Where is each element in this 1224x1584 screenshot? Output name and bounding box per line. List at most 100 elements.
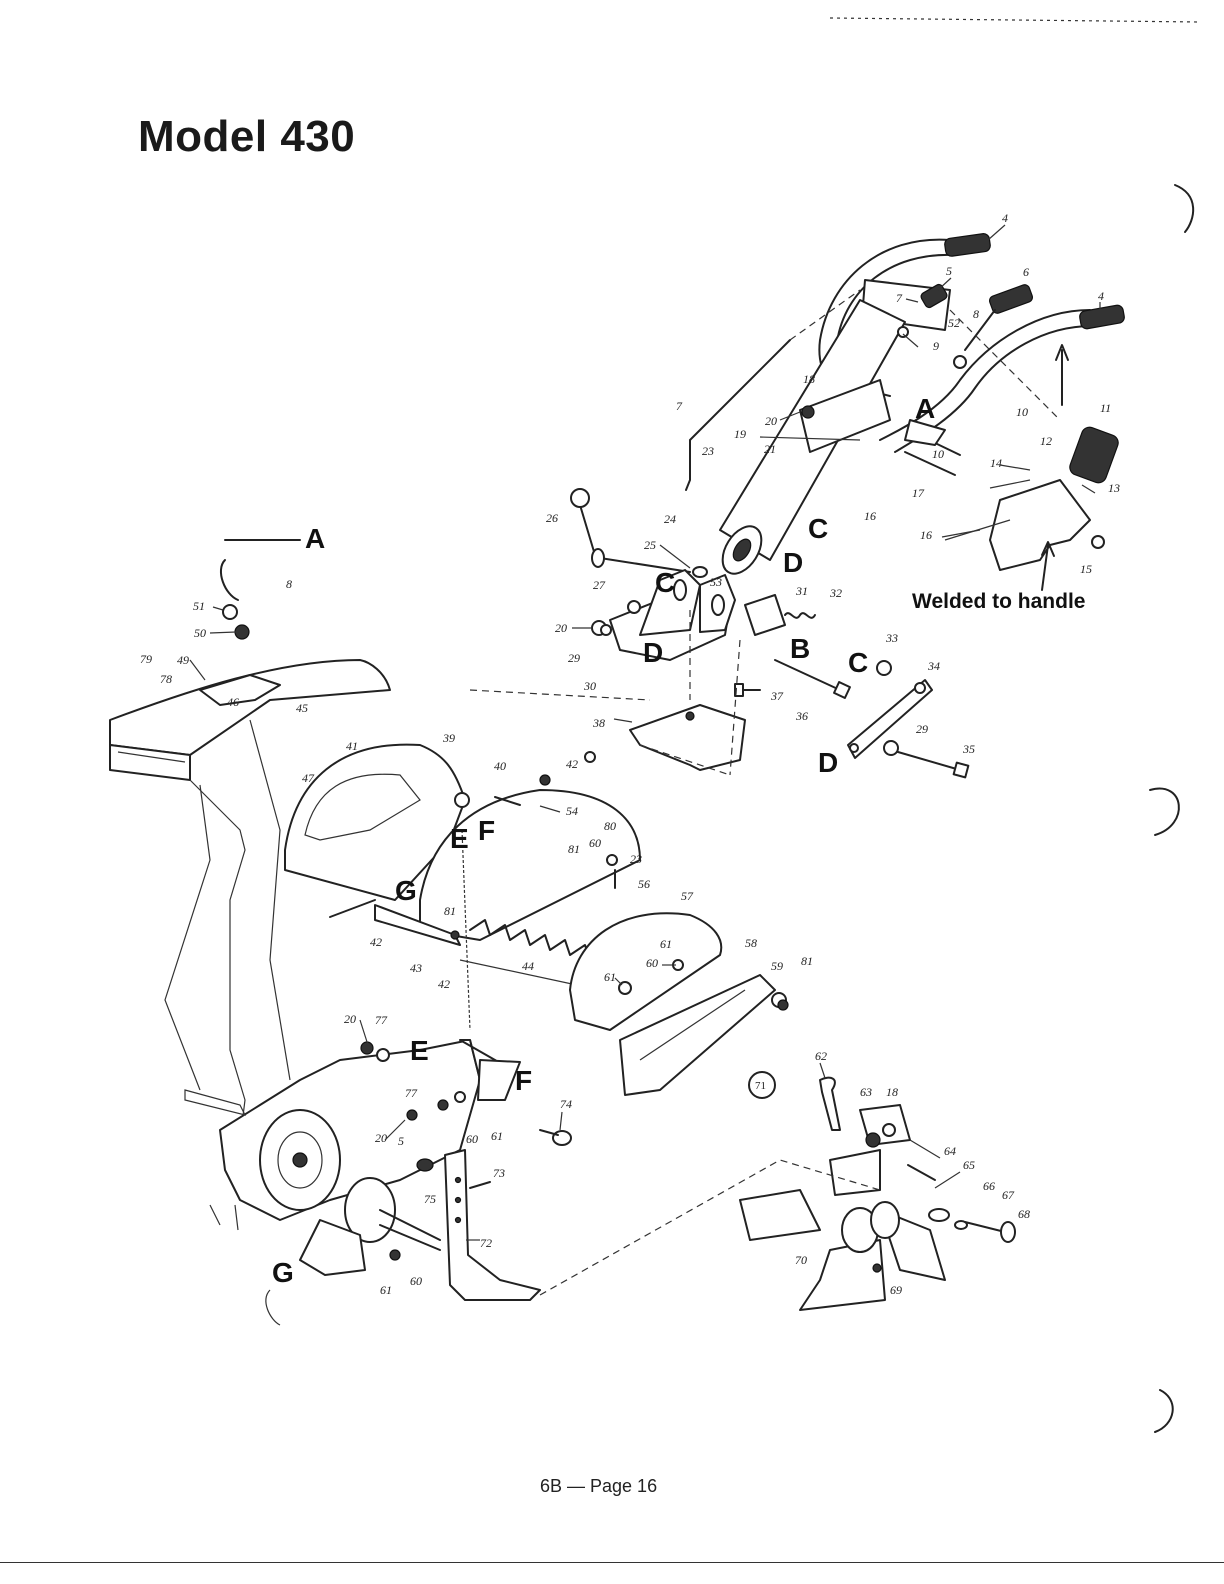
- part-label-60: 60: [466, 1132, 478, 1146]
- pivot-bracket-assembly: [469, 488, 970, 779]
- part-label-75: 75: [424, 1192, 436, 1206]
- part-label-16: 16: [864, 509, 876, 523]
- part-label-39: 39: [442, 731, 455, 745]
- part-label-37: 37: [770, 689, 784, 703]
- part-label-43: 43: [410, 961, 422, 975]
- part-label-19: 19: [734, 427, 746, 441]
- part-label-5: 5: [398, 1134, 404, 1148]
- part-label-41: 41: [346, 739, 358, 753]
- part-label-72: 72: [480, 1236, 492, 1250]
- part-label-17: 17: [912, 486, 925, 500]
- page-title: Model 430: [138, 112, 356, 161]
- binder-mark-bottom: [1154, 1389, 1174, 1433]
- part-label-30: 30: [583, 679, 596, 693]
- part-label-32: 32: [829, 586, 842, 600]
- part-number-labels: 4 4 5 5 6 7 7 8 8 9 10 10 11 12 13 14 15…: [140, 211, 1120, 1297]
- ref-letter-F-housing: F: [515, 1065, 532, 1096]
- part-label-29: 29: [916, 722, 928, 736]
- part-label-74: 74: [560, 1097, 572, 1111]
- part-label-23: 23: [630, 852, 642, 866]
- part-label-5: 5: [946, 264, 952, 278]
- part-label-69: 69: [890, 1283, 902, 1297]
- gear-housing-assembly: [184, 1039, 572, 1326]
- part-label-9: 9: [933, 339, 939, 353]
- part-label-44: 44: [522, 959, 534, 973]
- part-label-47: 47: [302, 771, 315, 785]
- part-label-23: 23: [702, 444, 714, 458]
- part-label-45: 45: [296, 701, 308, 715]
- circled-label-ring: [748, 1071, 776, 1099]
- part-label-25: 25: [644, 538, 656, 552]
- binder-mark-middle: [1149, 787, 1180, 836]
- part-label-10: 10: [1016, 405, 1028, 419]
- part-label-63: 63: [860, 1085, 872, 1099]
- part-label-18: 18: [803, 372, 815, 386]
- left-handle-grip: [944, 233, 991, 257]
- part-label-11: 11: [1100, 401, 1111, 415]
- ref-letter-B: B: [790, 633, 810, 664]
- ref-letter-G-tine: G: [272, 1257, 294, 1288]
- part-label-4: 4: [1098, 289, 1104, 303]
- part-label-66: 66: [983, 1179, 995, 1193]
- part-label-65: 65: [963, 1158, 975, 1172]
- circled-label-71: 71: [755, 1080, 766, 1092]
- part-label-33: 33: [885, 631, 898, 645]
- part-label-14: 14: [990, 456, 1002, 470]
- part-label-16: 16: [920, 528, 932, 542]
- part-label-6: 6: [1023, 265, 1029, 279]
- part-label-57: 57: [681, 889, 694, 903]
- handle-assembly: [685, 233, 1125, 591]
- page-footer: 6B — Page 16: [540, 1476, 658, 1496]
- part-label-8: 8: [286, 577, 292, 591]
- part-label-73: 73: [493, 1166, 505, 1180]
- part-label-61: 61: [660, 937, 672, 951]
- part-label-70: 70: [795, 1253, 807, 1267]
- part-label-20: 20: [375, 1131, 387, 1145]
- part-label-42: 42: [566, 757, 578, 771]
- binder-mark-top: [1174, 184, 1195, 233]
- ref-letter-C-tube: C: [808, 513, 828, 544]
- part-label-7: 7: [676, 399, 683, 413]
- part-label-59: 59: [771, 959, 783, 973]
- part-label-34: 34: [927, 659, 940, 673]
- part-label-13: 13: [1108, 481, 1120, 495]
- part-label-62: 62: [815, 1049, 827, 1063]
- part-label-60: 60: [589, 836, 601, 850]
- part-label-36: 36: [795, 709, 808, 723]
- part-label-38: 38: [592, 716, 605, 730]
- ref-letter-C-right: C: [848, 647, 868, 678]
- welded-to-handle-note: Welded to handle: [912, 590, 1086, 613]
- part-label-68: 68: [1018, 1207, 1030, 1221]
- part-label-78: 78: [160, 672, 172, 686]
- part-label-27: 27: [593, 578, 606, 592]
- part-label-54: 54: [566, 804, 578, 818]
- part-label-40: 40: [494, 759, 506, 773]
- part-label-20: 20: [765, 414, 777, 428]
- part-label-77: 77: [405, 1086, 418, 1100]
- tine-shield: [284, 743, 789, 1096]
- part-label-81: 81: [801, 954, 813, 968]
- part-label-61: 61: [491, 1129, 503, 1143]
- part-label-7: 7: [896, 291, 903, 305]
- part-label-42: 42: [438, 977, 450, 991]
- part-label-67: 67: [1002, 1188, 1015, 1202]
- part-label-51: 51: [193, 599, 205, 613]
- part-label-80: 80: [604, 819, 616, 833]
- part-label-18: 18: [886, 1085, 898, 1099]
- ref-letter-G-shield: G: [395, 875, 417, 906]
- part-label-64: 64: [944, 1144, 956, 1158]
- part-label-20: 20: [555, 621, 567, 635]
- leader-lines: [189, 224, 1101, 1241]
- part-label-10: 10: [932, 447, 944, 461]
- part-label-81: 81: [568, 842, 580, 856]
- part-label-26: 26: [546, 511, 558, 525]
- lever-knob-5: [920, 283, 948, 309]
- ref-letter-C-lever: C: [655, 567, 675, 598]
- part-label-56: 56: [638, 877, 650, 891]
- part-label-15: 15: [1080, 562, 1092, 576]
- part-label-60: 60: [646, 956, 658, 970]
- ref-letter-E-housing: E: [410, 1035, 429, 1066]
- part-label-4: 4: [1002, 211, 1008, 225]
- lever-knob-6: [988, 284, 1034, 314]
